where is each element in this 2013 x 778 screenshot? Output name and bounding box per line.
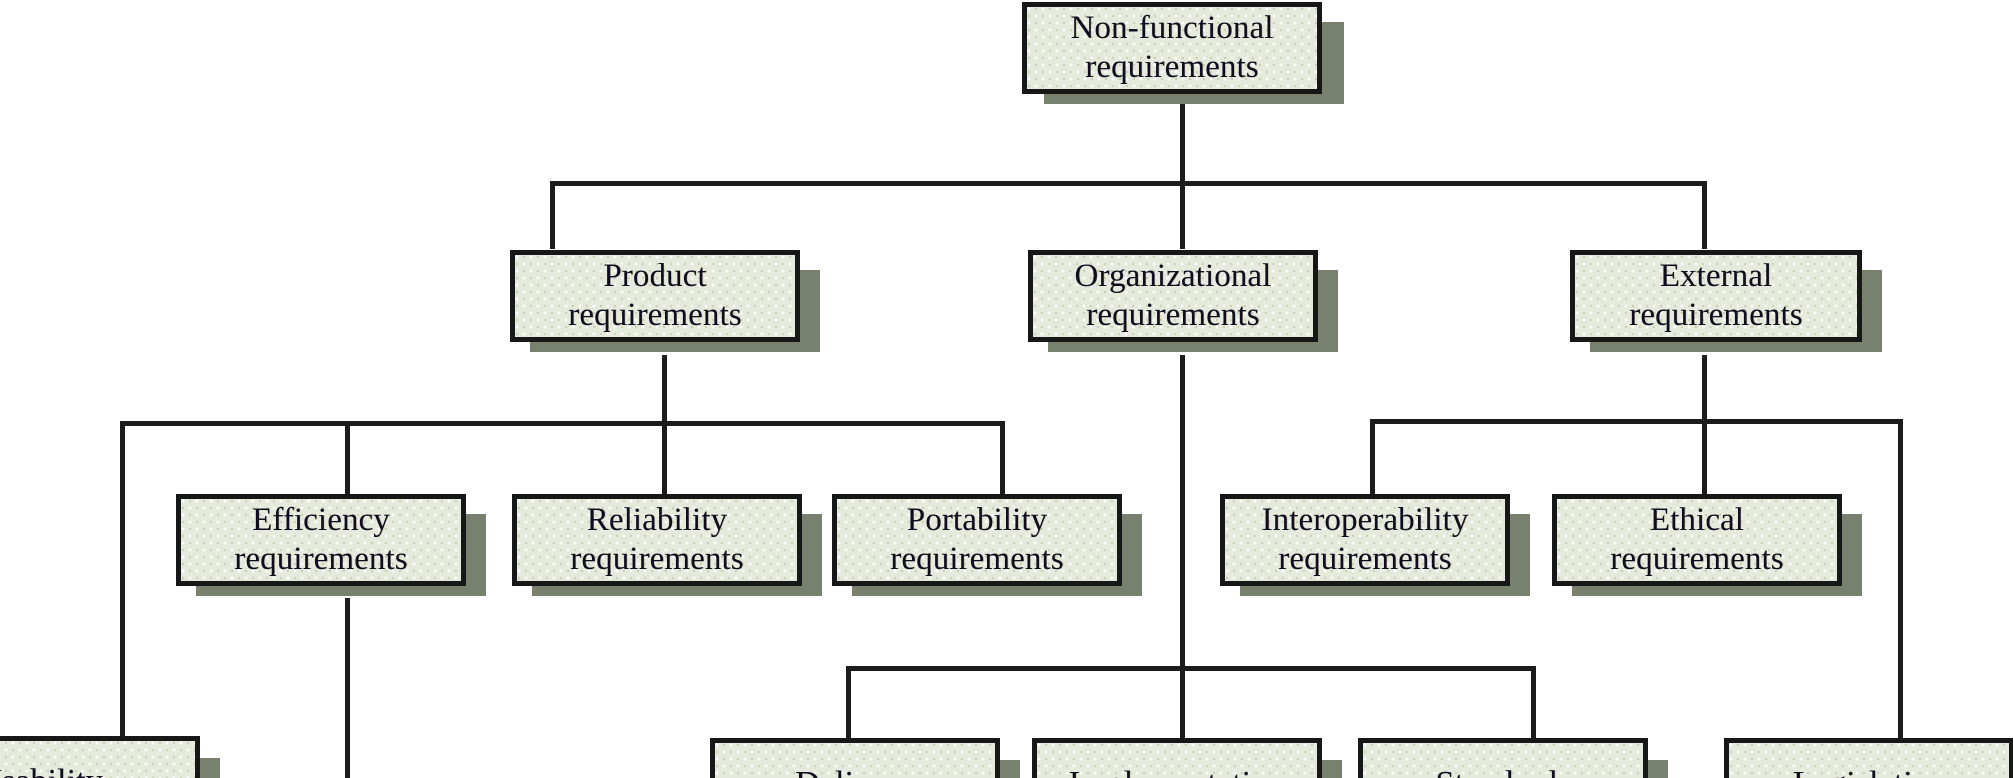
node-non-functional-requirements[interactable]: Non-functional requirements	[1022, 2, 1322, 94]
node-standards[interactable]: Standards	[1358, 738, 1648, 778]
node-label: External requirements	[1629, 258, 1803, 333]
node-label: Reliability requirements	[570, 502, 744, 577]
edge-drop-interoperability	[1370, 419, 1375, 497]
edge-drop-portability	[1000, 421, 1005, 497]
edge-external-stem	[1702, 355, 1707, 423]
node-label: Implementation	[1063, 764, 1292, 778]
node-label: Product requirements	[568, 258, 742, 333]
edge-bus-product	[120, 421, 1005, 426]
node-label: Portability requirements	[890, 502, 1064, 577]
edge-drop-efficiency	[345, 421, 350, 497]
edge-bus-organizational	[846, 666, 1536, 671]
edge-organizational-stem	[1180, 355, 1185, 670]
edge-root-stem	[1180, 96, 1185, 186]
edge-drop-organizational	[1180, 181, 1185, 249]
node-delivery[interactable]: Delivery	[710, 738, 1000, 778]
node-product-requirements[interactable]: Product requirements	[510, 250, 800, 342]
node-organizational-requirements[interactable]: Organizational requirements	[1028, 250, 1318, 342]
edge-bus-external	[1370, 419, 1903, 424]
node-label: Usability	[0, 762, 109, 778]
node-external-requirements[interactable]: External requirements	[1570, 250, 1862, 342]
node-label: Legislative	[1787, 764, 1951, 778]
edge-drop-standards	[1531, 666, 1536, 738]
edge-drop-implementation	[1180, 666, 1185, 738]
edge-drop-delivery	[846, 666, 851, 738]
node-reliability-requirements[interactable]: Reliability requirements	[512, 494, 802, 586]
edge-bus-root	[550, 181, 1707, 186]
edge-drop-reliability	[662, 421, 667, 497]
node-label: Organizational requirements	[1074, 258, 1272, 333]
node-efficiency-requirements[interactable]: Efficiency requirements	[176, 494, 466, 586]
node-legislative[interactable]: Legislative	[1724, 738, 2013, 778]
node-label: Standards	[1430, 764, 1577, 778]
edge-product-stem	[662, 355, 667, 425]
node-portability-requirements[interactable]: Portability requirements	[832, 494, 1122, 586]
edge-drop-usability	[120, 421, 125, 736]
node-implementation[interactable]: Implementation	[1032, 738, 1322, 778]
node-label: Non-functional requirements	[1070, 10, 1274, 85]
edge-drop-product	[550, 181, 555, 249]
edge-efficiency-stem	[345, 598, 350, 778]
node-ethical-requirements[interactable]: Ethical requirements	[1552, 494, 1842, 586]
edge-drop-external	[1702, 181, 1707, 249]
node-label: Efficiency requirements	[234, 502, 408, 577]
edge-drop-ethical	[1702, 419, 1707, 497]
node-label: Ethical requirements	[1610, 502, 1784, 577]
node-label: Interoperability requirements	[1261, 502, 1469, 577]
node-label: Delivery	[789, 764, 921, 778]
node-interoperability-requirements[interactable]: Interoperability requirements	[1220, 494, 1510, 586]
edge-drop-legislative	[1898, 419, 1903, 738]
node-usability[interactable]: Usability	[0, 736, 200, 778]
